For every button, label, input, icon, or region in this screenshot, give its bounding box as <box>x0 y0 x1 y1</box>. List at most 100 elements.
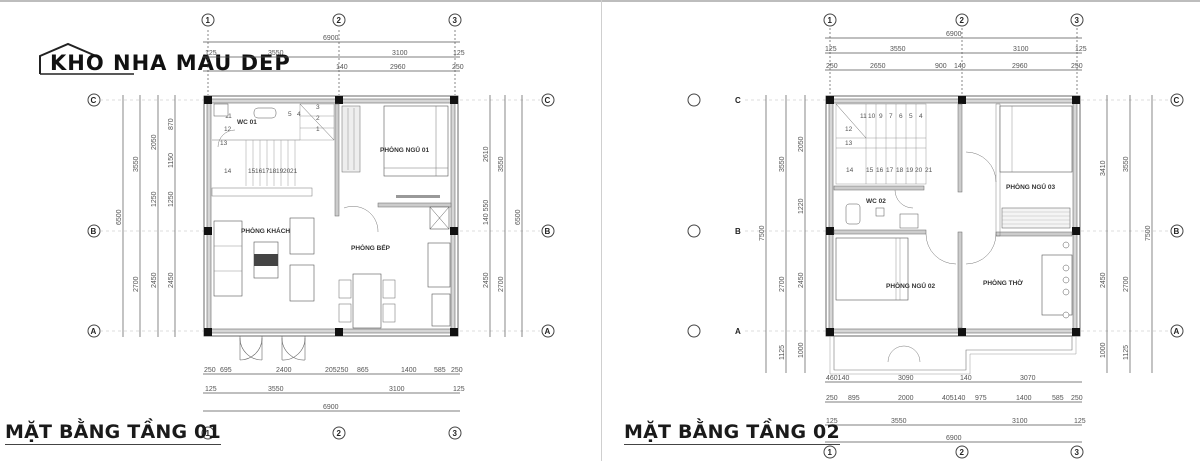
svg-text:14: 14 <box>224 168 232 175</box>
room-label-wc-01: WC 01 <box>237 119 257 126</box>
svg-text:3550: 3550 <box>890 46 906 53</box>
svg-text:140: 140 <box>336 64 348 71</box>
svg-text:1: 1 <box>828 448 833 457</box>
svg-text:125: 125 <box>205 50 217 57</box>
room-label-bedroom-3: PHÒNG NGỦ 03 <box>1006 182 1056 191</box>
svg-text:20: 20 <box>915 167 923 174</box>
svg-text:2650: 2650 <box>870 63 886 70</box>
svg-text:2610: 2610 <box>483 146 490 162</box>
svg-text:865: 865 <box>357 367 369 374</box>
svg-text:3070: 3070 <box>1020 375 1036 382</box>
svg-text:3100: 3100 <box>1012 418 1028 425</box>
svg-text:3: 3 <box>453 429 458 438</box>
svg-text:1220: 1220 <box>798 198 805 214</box>
sink <box>427 242 451 288</box>
svg-text:1400: 1400 <box>401 367 417 374</box>
svg-text:15: 15 <box>866 167 874 174</box>
svg-text:140 550: 140 550 <box>483 200 490 225</box>
svg-text:6500: 6500 <box>116 209 123 225</box>
svg-text:125: 125 <box>825 46 837 53</box>
svg-text:140: 140 <box>960 375 972 382</box>
svg-text:B: B <box>735 227 741 236</box>
svg-text:C: C <box>91 96 97 105</box>
svg-text:405140: 405140 <box>942 395 965 402</box>
svg-text:A: A <box>545 327 551 336</box>
svg-text:10: 10 <box>868 113 876 120</box>
svg-text:3100: 3100 <box>389 386 405 393</box>
svg-text:695: 695 <box>220 367 232 374</box>
svg-text:2400: 2400 <box>276 367 292 374</box>
svg-text:1125: 1125 <box>779 345 786 360</box>
svg-text:2700: 2700 <box>133 276 140 292</box>
left-dimensions <box>122 95 176 337</box>
svg-text:21: 21 <box>925 167 933 174</box>
svg-text:7500: 7500 <box>1145 225 1152 241</box>
svg-text:13: 13 <box>220 140 228 147</box>
svg-text:A: A <box>91 327 97 336</box>
svg-text:6500: 6500 <box>515 209 522 225</box>
svg-text:C: C <box>545 96 551 105</box>
svg-text:14: 14 <box>846 167 854 174</box>
svg-text:7500: 7500 <box>759 225 766 241</box>
svg-text:250: 250 <box>1071 395 1083 402</box>
svg-text:2450: 2450 <box>483 272 490 288</box>
svg-text:3550: 3550 <box>1123 156 1130 172</box>
svg-text:2: 2 <box>960 448 965 457</box>
svg-text:2700: 2700 <box>1123 276 1130 292</box>
svg-text:7: 7 <box>889 113 893 120</box>
svg-text:2000: 2000 <box>898 395 914 402</box>
svg-text:B: B <box>1174 227 1180 236</box>
svg-text:A: A <box>735 327 741 336</box>
svg-text:2450: 2450 <box>1100 272 1107 288</box>
svg-text:2: 2 <box>316 115 320 122</box>
svg-text:250: 250 <box>1071 63 1083 70</box>
svg-text:20: 20 <box>283 168 291 175</box>
svg-text:900: 900 <box>935 63 947 70</box>
svg-text:250: 250 <box>826 63 838 70</box>
top-dimensions <box>203 30 460 95</box>
svg-text:6900: 6900 <box>946 31 962 38</box>
room-label-kitchen: PHÒNG BẾP <box>351 242 391 252</box>
svg-text:4: 4 <box>297 111 301 118</box>
svg-text:125: 125 <box>453 50 465 57</box>
svg-text:2450: 2450 <box>168 272 175 288</box>
svg-text:3100: 3100 <box>1013 46 1029 53</box>
bottom-dimensions <box>203 373 460 412</box>
svg-text:21: 21 <box>290 168 298 175</box>
svg-text:2050: 2050 <box>151 134 158 150</box>
svg-text:205250: 205250 <box>325 367 348 374</box>
svg-text:3550: 3550 <box>133 156 140 172</box>
svg-text:2: 2 <box>337 429 342 438</box>
wardrobe <box>1001 207 1071 229</box>
svg-text:3: 3 <box>453 16 458 25</box>
svg-text:2: 2 <box>960 16 965 25</box>
svg-text:2960: 2960 <box>390 64 406 71</box>
svg-text:C: C <box>735 96 741 105</box>
svg-text:895: 895 <box>848 395 860 402</box>
house-roof-icon <box>39 42 134 75</box>
svg-text:16: 16 <box>876 167 884 174</box>
svg-text:460140: 460140 <box>826 375 849 382</box>
svg-text:A: A <box>1174 327 1180 336</box>
svg-text:2: 2 <box>337 16 342 25</box>
svg-text:3: 3 <box>316 104 320 111</box>
svg-text:9: 9 <box>879 113 883 120</box>
svg-text:6: 6 <box>899 113 903 120</box>
svg-text:125: 125 <box>1074 418 1086 425</box>
stove <box>431 293 451 327</box>
panel-divider <box>601 0 602 461</box>
svg-text:1: 1 <box>206 429 211 438</box>
svg-text:2450: 2450 <box>798 272 805 288</box>
altar-table <box>1041 254 1073 316</box>
plan-title-floor-1: MẶT BẰNG TẦNG 01 <box>5 421 221 445</box>
svg-text:4: 4 <box>919 113 923 120</box>
svg-text:975: 975 <box>975 395 987 402</box>
room-label-wc-02: WC 02 <box>866 198 886 205</box>
svg-text:18: 18 <box>896 167 904 174</box>
svg-text:16: 16 <box>255 168 263 175</box>
svg-text:5: 5 <box>909 113 913 120</box>
svg-text:125: 125 <box>205 386 217 393</box>
svg-text:12: 12 <box>224 126 232 133</box>
